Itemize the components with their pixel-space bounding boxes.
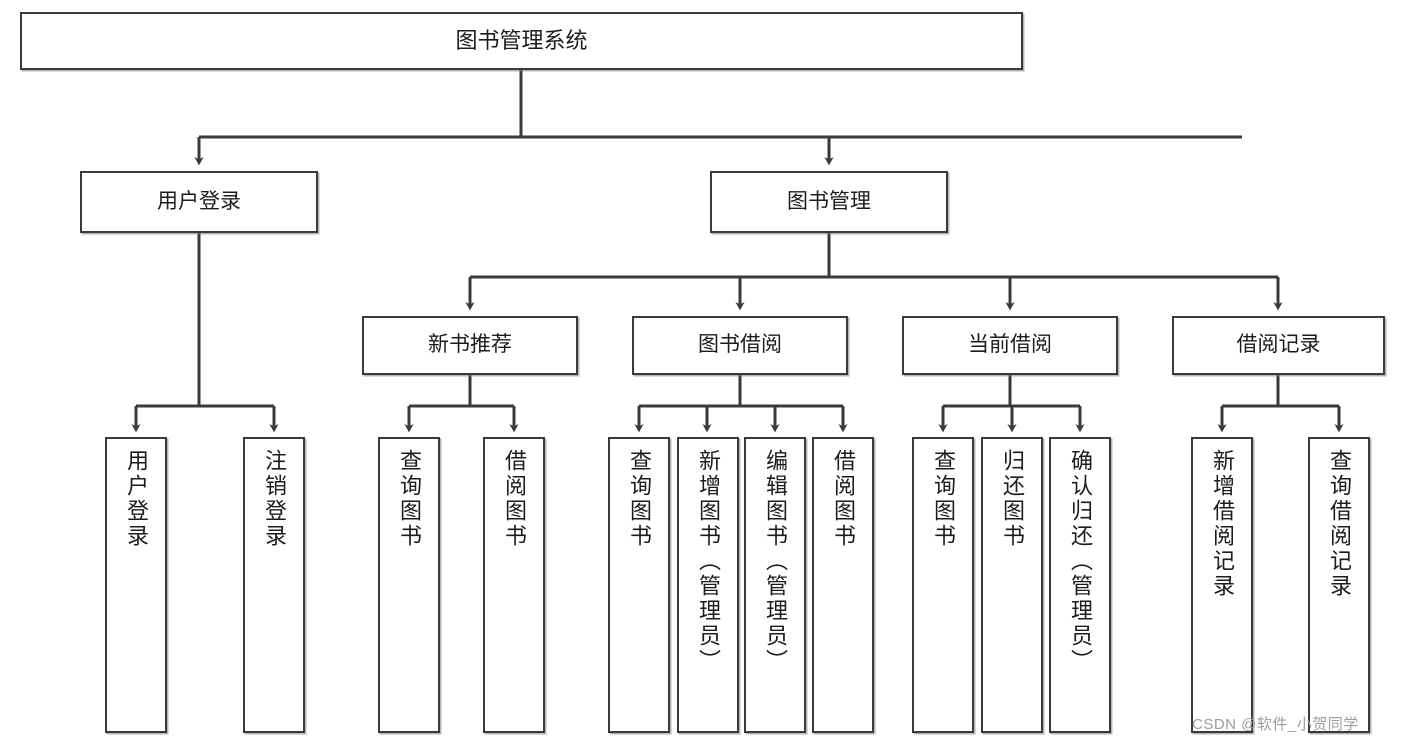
node-label: 归还图书 xyxy=(1000,449,1025,549)
node-label: 图书管理系统 xyxy=(455,27,588,53)
node-label: 查询图书 xyxy=(627,449,652,549)
leaf-add-book-admin[interactable]: 新增图书（管理员） xyxy=(677,437,739,733)
node-label: 编辑图书（管理员） xyxy=(763,449,788,674)
leaf-edit-book-admin[interactable]: 编辑图书（管理员） xyxy=(744,437,806,733)
node-user-login[interactable]: 用户登录 xyxy=(80,171,318,233)
leaf-user-login[interactable]: 用户登录 xyxy=(105,437,167,733)
node-label: 查询图书 xyxy=(931,449,956,549)
node-label: 新书推荐 xyxy=(428,333,512,357)
leaf-borrow-book[interactable]: 借阅图书 xyxy=(812,437,874,733)
node-current-borrow[interactable]: 当前借阅 xyxy=(902,316,1118,375)
node-label: 查询图书 xyxy=(397,449,422,549)
leaf-query-borrow-record[interactable]: 查询借阅记录 xyxy=(1308,437,1370,733)
leaf-borrow-book-recommend[interactable]: 借阅图书 xyxy=(483,437,545,733)
node-label: 图书管理 xyxy=(787,189,871,213)
node-label: 确认归还（管理员） xyxy=(1068,449,1093,674)
leaf-return-book[interactable]: 归还图书 xyxy=(981,437,1043,733)
leaf-confirm-return-admin[interactable]: 确认归还（管理员） xyxy=(1049,437,1111,733)
node-root-system[interactable]: 图书管理系统 xyxy=(20,12,1023,70)
node-label: 用户登录 xyxy=(124,449,149,549)
node-new-book-recommend[interactable]: 新书推荐 xyxy=(362,316,578,375)
node-label: 注销登录 xyxy=(262,449,287,549)
node-label: 当前借阅 xyxy=(968,333,1052,357)
leaf-query-book-recommend[interactable]: 查询图书 xyxy=(378,437,440,733)
node-label: 查询借阅记录 xyxy=(1327,449,1352,599)
node-label: 新增借阅记录 xyxy=(1210,449,1235,599)
node-label: 借阅记录 xyxy=(1236,333,1321,357)
watermark-text: CSDN @软件_小贺同学 xyxy=(1192,716,1359,733)
node-label: 借阅图书 xyxy=(502,449,527,549)
node-label: 借阅图书 xyxy=(831,449,856,549)
node-book-management[interactable]: 图书管理 xyxy=(710,171,948,233)
node-label: 用户登录 xyxy=(157,189,241,213)
node-label: 新增图书（管理员） xyxy=(696,449,721,674)
leaf-add-borrow-record[interactable]: 新增借阅记录 xyxy=(1191,437,1253,733)
node-borrow-records[interactable]: 借阅记录 xyxy=(1172,316,1385,375)
node-label: 图书借阅 xyxy=(698,333,782,357)
leaf-query-book-current[interactable]: 查询图书 xyxy=(912,437,974,733)
node-book-borrow[interactable]: 图书借阅 xyxy=(632,316,848,375)
leaf-query-book-borrow[interactable]: 查询图书 xyxy=(608,437,670,733)
leaf-logout[interactable]: 注销登录 xyxy=(243,437,305,733)
